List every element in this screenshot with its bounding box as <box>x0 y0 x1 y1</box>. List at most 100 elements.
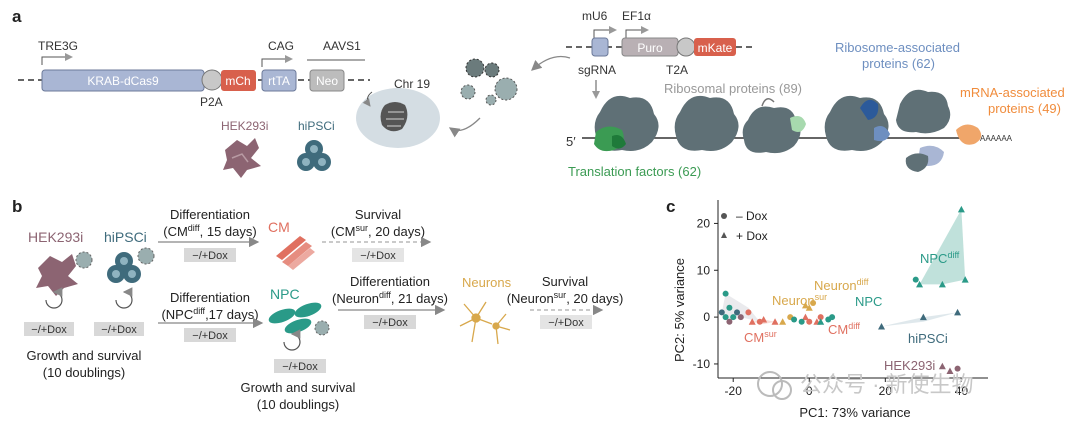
diff-npc-prefix: (NPC <box>161 307 193 322</box>
diff-neuron-label: Differentiation <box>350 274 430 289</box>
neo-label: Neo <box>316 74 338 88</box>
krab-dcas9-label: KRAB-dCas9 <box>87 74 159 88</box>
dox-label-neuron-diff: −/+Dox <box>372 317 408 329</box>
x-axis-label: PC1: 73% variance <box>799 405 910 420</box>
growth-label-2: Growth and survival <box>241 380 356 395</box>
data-point-minus-dox <box>737 314 744 321</box>
x-tick-label: 40 <box>955 384 969 398</box>
data-point-minus-dox <box>745 309 752 316</box>
hek-cell-icon <box>223 138 261 178</box>
growth-cycle-icons-left <box>45 287 133 309</box>
surv-neuron-sup: sur <box>554 290 567 300</box>
data-point-minus-dox <box>829 314 836 321</box>
chart-legend: – Dox + Dox <box>721 209 768 243</box>
diff-npc-suffix: ,17 days) <box>205 307 258 322</box>
label-neuron-sur-text: Neuron <box>772 293 815 308</box>
surv-cm-label: Survival <box>355 207 401 222</box>
chr19-label: Chr 19 <box>394 77 430 91</box>
cag-label: CAG <box>268 39 294 53</box>
puro-label: Puro <box>637 41 663 55</box>
dox-label-neuron-surv: −/+Dox <box>548 317 584 329</box>
panel-a-letter: a <box>12 7 22 26</box>
dox-box-cm-diff <box>184 248 236 262</box>
p2a-circle <box>201 69 223 91</box>
diff-cm-sup: diff <box>188 223 200 233</box>
hipsc-label-b: hiPSCi <box>104 229 147 245</box>
label-npc: NPC <box>855 294 882 309</box>
data-point-minus-dox <box>726 304 733 311</box>
y-tick-label: 10 <box>697 263 711 277</box>
sgrna-box <box>591 37 609 57</box>
data-point-plus-dox <box>957 205 965 213</box>
data-point-plus-dox <box>801 313 809 321</box>
npc-label: NPC <box>270 286 300 302</box>
y-axis-label: PC2: 5% variance <box>672 258 687 362</box>
dox-box-hek <box>24 322 74 336</box>
surv-neuron-detail: (Neuronsur, 20 days) <box>507 290 624 306</box>
data-point-minus-dox <box>718 309 725 316</box>
label-npc-diff-text: NPC <box>920 251 947 266</box>
label-neuron-sur: Neuronsur <box>772 292 827 308</box>
data-point-minus-dox <box>726 318 733 325</box>
cm-cell-icon <box>276 236 315 270</box>
y-tick-label: 0 <box>703 310 710 324</box>
label-hipsci: hiPSCi <box>908 331 948 346</box>
data-point-plus-dox <box>954 308 962 316</box>
lentivirus-icons <box>460 58 518 106</box>
rtta-label: rtTA <box>268 74 290 88</box>
ef1a-label: EF1α <box>622 9 651 23</box>
npc-cell-icon <box>268 302 330 336</box>
label-npc-diff-sup: diff <box>947 250 959 260</box>
data-point-minus-dox <box>791 316 798 323</box>
polya-label: AAAAAA <box>980 134 1013 143</box>
aavs1-label: AAVS1 <box>323 39 361 53</box>
label-cm-sur: CMsur <box>744 329 777 345</box>
cell-hipsc-label: hiPSCi <box>298 119 335 133</box>
surv-neuron-label: Survival <box>542 274 588 289</box>
cm-label: CM <box>268 219 290 235</box>
x-tick-label: 20 <box>879 384 893 398</box>
ribosome-assoc-label: Ribosome-associated <box>835 40 960 55</box>
data-point-minus-dox <box>722 290 729 297</box>
diff-cm-suffix: , 15 days) <box>200 224 257 239</box>
label-cm-diff-sup: diff <box>848 321 860 331</box>
diff-npc-sup: diff <box>193 306 205 316</box>
legend-minus-dox: – Dox <box>736 209 767 223</box>
data-point-minus-dox <box>954 365 961 372</box>
data-point-plus-dox <box>805 304 813 311</box>
construct-2: mU6 EF1α Puro mKate sgRNA T2A <box>566 9 752 77</box>
data-point-minus-dox <box>730 314 737 321</box>
legend-plus-dox: + Dox <box>736 229 768 243</box>
neo-box <box>309 69 345 92</box>
data-point-plus-dox <box>801 301 809 309</box>
mkate-label: mKate <box>698 41 733 55</box>
mu6-label: mU6 <box>582 9 608 23</box>
label-cm-diff-text: CM <box>828 322 848 337</box>
t2a-circle <box>676 37 696 57</box>
label-neuron-diff-sup: diff <box>857 277 869 287</box>
surv-cm-sup: sur <box>355 223 368 233</box>
surv-neuron-prefix: (Neuron <box>507 291 554 306</box>
dox-box-cm-surv <box>352 248 404 262</box>
data-point-minus-dox <box>734 309 741 316</box>
watermark: 公众号 · 新使生物 <box>757 371 974 400</box>
mkate-box <box>694 38 736 56</box>
data-point-minus-dox <box>756 318 763 325</box>
label-npc-diff: NPCdiff <box>920 250 960 266</box>
growth-cycle-npc <box>283 329 301 351</box>
dox-label-hek: −/+Dox <box>31 324 67 336</box>
translation-factors-label: Translation factors (62) <box>568 164 701 179</box>
data-point-plus-dox <box>779 318 787 325</box>
ribosomal-proteins-label: Ribosomal proteins (89) <box>664 81 802 96</box>
dox-box-hipsc <box>94 322 144 336</box>
cell-hek-label: HEK293i <box>221 119 268 133</box>
label-neuron-diff: Neurondiff <box>814 277 869 293</box>
y-tick-label: -10 <box>693 357 711 371</box>
legend-plus-dox-marker <box>721 232 727 238</box>
ribosome-assoc-count-label: proteins (62) <box>862 56 935 71</box>
legend-minus-dox-marker <box>721 213 727 219</box>
data-point-minus-dox <box>912 276 919 283</box>
label-cm-diff: CMdiff <box>828 321 861 337</box>
